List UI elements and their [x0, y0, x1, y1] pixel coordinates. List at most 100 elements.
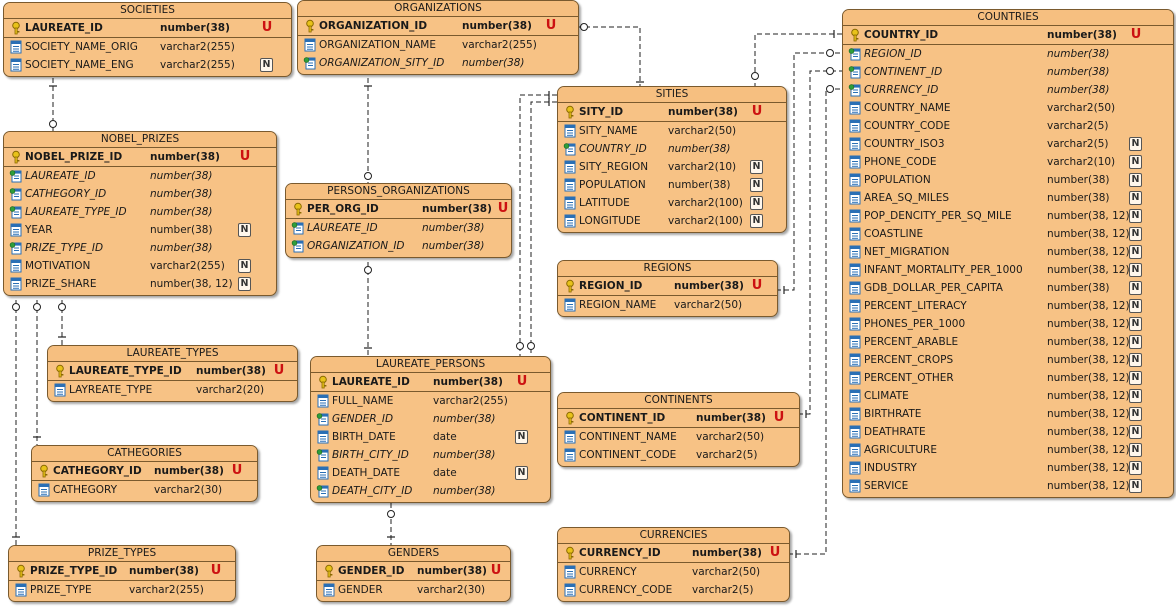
column-name: PHONES_PER_1000 [864, 318, 966, 330]
nullable-flag: N [515, 466, 528, 480]
optional-many-mark [49, 120, 57, 128]
column-type: number(38) [433, 413, 496, 425]
column-type: number(38) [1047, 174, 1110, 186]
foreign-key-icon [9, 205, 23, 219]
column-type: number(38) [1047, 282, 1110, 294]
column-icon [563, 583, 577, 597]
column-name: BIRTH_DATE [332, 431, 396, 443]
column-name: NOBEL_PRIZE_ID [25, 151, 123, 163]
column-name: CURRENCY_CODE [579, 584, 673, 596]
nullable-flag: N [750, 160, 763, 174]
unique-flag: U [1130, 27, 1142, 42]
